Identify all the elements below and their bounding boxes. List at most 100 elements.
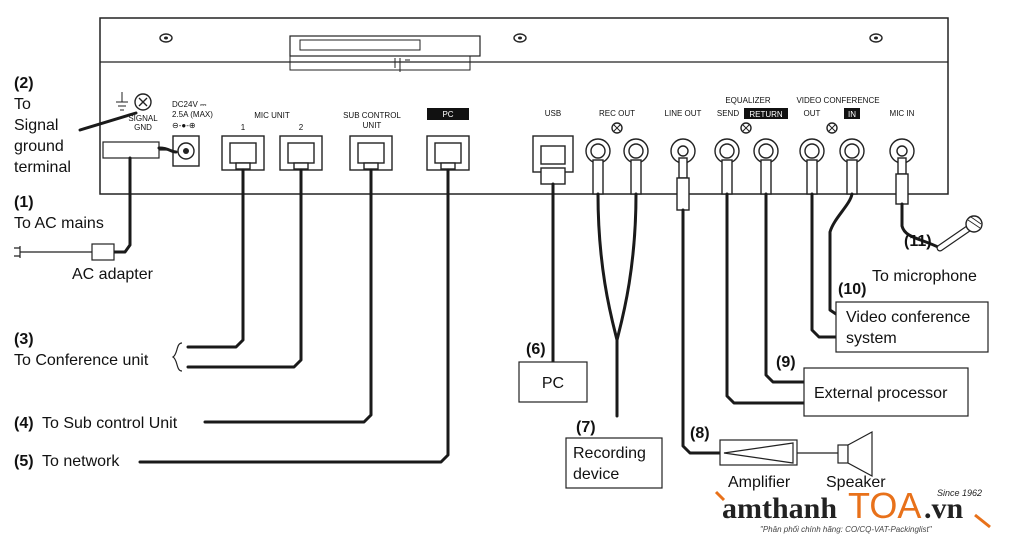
mic-in-jack [889, 138, 915, 205]
device-rear-panel: SIGNAL GND DC24V ⎓ 2.5A (MAX) ⊖-●-⊕ MIC … [99, 17, 949, 211]
microphone-icon [936, 215, 983, 252]
conference-cable-1 [186, 168, 245, 349]
ac-adapter-label: AC adapter [72, 266, 154, 283]
line-out-cable [681, 208, 722, 455]
label-3-number: (3) [14, 331, 34, 348]
label-4-number: (4) [14, 415, 34, 432]
screw-1 [159, 33, 173, 43]
signal-gnd-label-1: SIGNAL [128, 114, 158, 123]
ground-symbol [116, 92, 128, 111]
label-6-number: (6) [526, 341, 546, 358]
label-2-line-4: terminal [14, 159, 71, 176]
sub-control-cable [203, 168, 373, 424]
label-2-line-3: ground [14, 138, 64, 155]
signal-gnd-label-2: GND [134, 123, 152, 132]
sub-control-port [349, 135, 393, 171]
cables [14, 111, 942, 464]
recording-device-line-2: device [573, 466, 619, 483]
recording-device-line-1: Recording [573, 445, 646, 462]
recording-device-box [565, 437, 663, 489]
pc-label-bg [427, 108, 469, 120]
video-conference-line-1: Video conference [846, 309, 970, 326]
to-microphone-label: To microphone [872, 268, 977, 285]
rec-out-l-jack [585, 138, 611, 195]
eq-send-cable [725, 192, 806, 405]
adapter-lead [110, 156, 132, 254]
video-conference-line-2: system [846, 330, 897, 347]
label-2-line-2: Signal [14, 117, 58, 134]
line-out-label: LINE OUT [665, 109, 702, 118]
brand-part-3: .vn [924, 492, 964, 525]
ac-plug-icon [14, 246, 30, 258]
mic-in-label: MIC IN [890, 109, 915, 118]
speaker-label: Speaker [826, 474, 886, 491]
ground-cable [78, 111, 138, 132]
brand-part-2: TOA [848, 485, 921, 526]
vc-out-label: OUT [804, 109, 821, 118]
equalizer-screw [740, 122, 752, 134]
label-3-text: To Conference unit [14, 352, 149, 369]
conference-brace [171, 342, 183, 372]
screw-3 [869, 33, 883, 43]
screw-2 [513, 33, 527, 43]
eq-return-cable [764, 192, 806, 384]
external-processor-box [803, 367, 969, 417]
label-11-number: (11) [904, 233, 932, 250]
line-out-jack [670, 138, 696, 211]
brand-part-1: amthanh [722, 492, 837, 525]
conference-cable-2 [186, 168, 303, 369]
dc-rating-label: DC24V ⎓ [172, 100, 207, 109]
equalizer-label: EQUALIZER [725, 96, 771, 105]
label-10-number: (10) [838, 281, 866, 298]
rec-cable-l [596, 192, 619, 418]
label-4-text: To Sub control Unit [42, 415, 178, 432]
vc-out-jack [799, 138, 825, 195]
amplifier-label: Amplifier [728, 474, 791, 491]
vc-in-jack [839, 138, 865, 195]
dc-polarity-label: ⊖-●-⊕ [172, 121, 196, 130]
ac-adapter-body [91, 243, 115, 261]
brand-watermark: amthanh TOA .vn Since 1962 "Phân phối ch… [714, 485, 991, 534]
pc-label: PC [442, 110, 453, 119]
mic-unit-1-label: 1 [241, 123, 246, 132]
brand-tagline: "Phân phối chính hãng: CO/CQ-VAT-Packing… [760, 525, 933, 534]
pc-box-label: PC [542, 375, 564, 392]
brand-since: Since 1962 [937, 488, 982, 498]
rec-cable-r [615, 192, 638, 342]
vc-in-cable [828, 192, 854, 316]
return-label: RETURN [749, 110, 783, 119]
eq-return-jack [753, 138, 779, 195]
mic-cable [900, 202, 942, 250]
video-conference-box [835, 301, 989, 353]
label-1-number: (1) [14, 194, 34, 211]
label-1-text: To AC mains [14, 215, 104, 232]
mic-unit-2-port [279, 135, 323, 171]
label-7-number: (7) [576, 419, 596, 436]
dc-current-label: 2.5A (MAX) [172, 110, 213, 119]
vc-in-label: IN [848, 110, 856, 119]
mic-unit-1-port [221, 135, 265, 171]
speaker-icon [837, 430, 873, 478]
mic-unit-2-label: 2 [299, 123, 304, 132]
dc-input-jack [172, 135, 200, 167]
return-label-bg [744, 108, 788, 119]
label-2-line-1: To [14, 96, 31, 113]
video-conference-label: VIDEO CONFERENCE [796, 96, 879, 105]
pc-lan-port [426, 135, 470, 171]
rec-out-label: REC OUT [599, 109, 635, 118]
amplifier-icon [719, 439, 798, 466]
external-processor-label: External processor [814, 385, 948, 402]
eq-send-jack [714, 138, 740, 195]
mic-unit-label: MIC UNIT [254, 111, 290, 120]
sub-control-label-2: UNIT [363, 121, 382, 130]
label-9-number: (9) [776, 354, 796, 371]
label-8-number: (8) [690, 425, 710, 442]
label-5-number: (5) [14, 453, 34, 470]
send-label: SEND [717, 109, 739, 118]
label-2-number: (2) [14, 75, 34, 92]
ac-adapter-plug [102, 141, 160, 159]
usb-label: USB [545, 109, 561, 118]
vc-in-label-bg [844, 108, 860, 119]
network-cable [138, 168, 450, 464]
